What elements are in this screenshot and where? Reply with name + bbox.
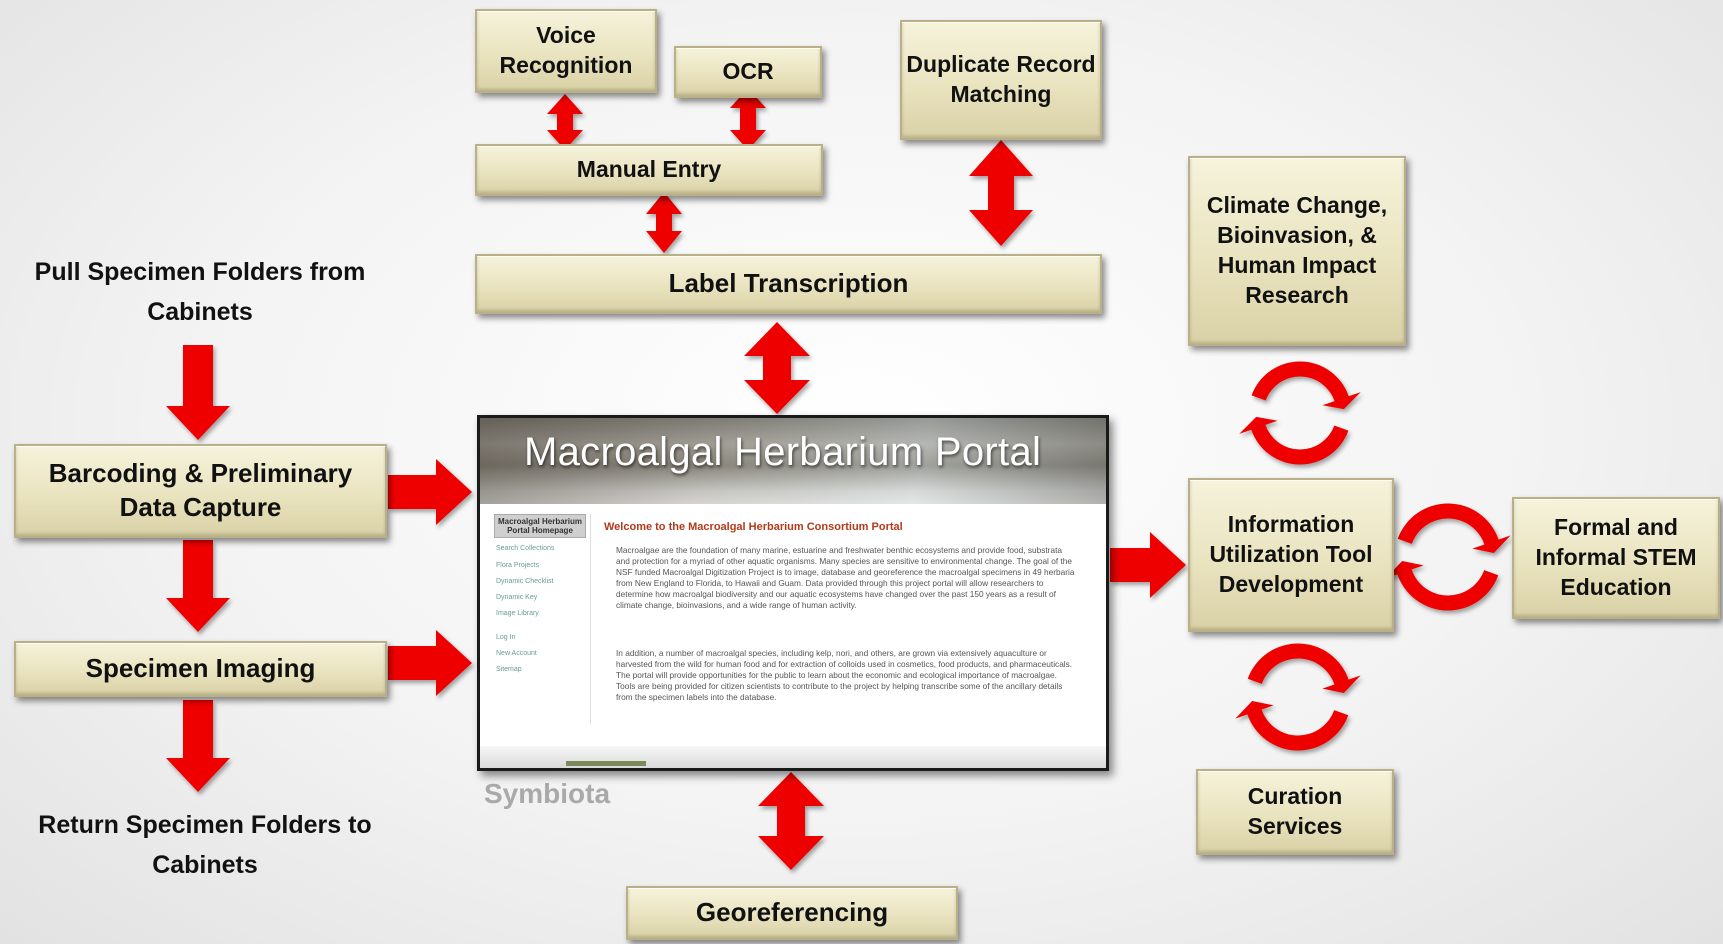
duplicate-record-matching-box: Duplicate Record Matching: [900, 20, 1102, 140]
cycle-icon-climate-arrow-a: [1251, 361, 1361, 410]
portal-welcome-heading: Welcome to the Macroalgal Herbarium Cons…: [604, 521, 903, 533]
arrow-portal-georef: [758, 772, 824, 870]
arrow-voice-manual: [547, 94, 583, 150]
arrow-imaging-portal: [388, 630, 472, 696]
label-transcription-box: Label Transcription: [475, 254, 1102, 314]
arrow-barcoding-portal: [388, 459, 472, 525]
nav-link-search[interactable]: Search Collections: [496, 545, 555, 553]
barcoding-box: Barcoding & Preliminary Data Capture: [14, 444, 387, 538]
climate-research-label: Climate Change, Bioinvasion, & Human Imp…: [1206, 192, 1388, 308]
nav-link-checklist[interactable]: Dynamic Checklist: [496, 577, 554, 585]
portal-screenshot: Macroalgal Herbarium Portal Macroalgal H…: [477, 415, 1109, 771]
portal-paragraph-2: In addition, a number of macroalgal spec…: [616, 648, 1073, 702]
arrow-portal-info: [1110, 532, 1186, 598]
arrow-duplicate-label: [969, 140, 1033, 246]
manual-entry-box: Manual Entry: [475, 144, 823, 196]
label-transcription-label: Label Transcription: [668, 268, 909, 299]
specimen-imaging-box: Specimen Imaging: [14, 641, 387, 697]
arrow-pull-barcoding: [166, 345, 230, 440]
climate-research-box: Climate Change, Bioinvasion, & Human Imp…: [1188, 156, 1406, 346]
portal-title: Macroalgal Herbarium Portal: [524, 430, 1042, 474]
cycle-icon-climate-arrow-b: [1239, 416, 1349, 465]
voice-recognition-label: Voice Recognition: [499, 22, 633, 78]
manual-entry-label: Manual Entry: [576, 156, 722, 183]
info-utilization-box: Information Utilization Tool Development: [1188, 478, 1394, 632]
stem-education-box: Formal and Informal STEM Education: [1512, 497, 1720, 619]
ocr-label: OCR: [722, 58, 774, 85]
curation-services-box: Curation Services: [1196, 769, 1394, 855]
specimen-imaging-label: Specimen Imaging: [85, 653, 316, 684]
arrow-ocr-manual: [730, 88, 766, 150]
cycle-icon-stem-arrow-b: [1385, 561, 1499, 611]
arrow-manual-label: [646, 192, 682, 253]
cycle-icon-stem-arrow-a: [1397, 503, 1511, 553]
duplicate-record-matching-label: Duplicate Record Matching: [906, 51, 1096, 107]
ocr-box: OCR: [674, 46, 822, 98]
info-utilization-label: Information Utilization Tool Development: [1209, 511, 1373, 597]
nav-link-key[interactable]: Dynamic Key: [496, 593, 538, 601]
nav-link-sitemap[interactable]: Sitemap: [496, 666, 522, 674]
nav-link-image-library[interactable]: Image Library: [496, 609, 539, 617]
barcoding-label: Barcoding & Preliminary Data Capture: [48, 458, 353, 522]
curation-services-label: Curation Services: [1247, 783, 1343, 839]
georeferencing-box: Georeferencing: [626, 886, 958, 940]
voice-recognition-box: Voice Recognition: [475, 9, 657, 93]
portal-nav-header: Macroalgal Herbarium Portal Homepage: [494, 514, 586, 539]
pull-folders-text: Pull Specimen Folders from Cabinets: [34, 258, 366, 326]
portal-sidebar: Macroalgal Herbarium Portal Homepage Sea…: [494, 514, 586, 682]
stem-education-label: Formal and Informal STEM Education: [1535, 514, 1697, 600]
symbiota-label: Symbiota: [484, 778, 611, 809]
nav-link-new-account[interactable]: New Account: [496, 650, 537, 658]
portal-footer: [480, 746, 1106, 768]
cycle-icon-curation-arrow-a: [1247, 643, 1361, 693]
cycle-icon-curation-arrow-b: [1235, 701, 1349, 751]
portal-divider: [590, 514, 591, 724]
portal-paragraph-1: Macroalgae are the foundation of many ma…: [616, 545, 1075, 610]
arrow-barcoding-imaging: [166, 540, 230, 632]
georeferencing-label: Georeferencing: [695, 897, 889, 928]
arrow-label-portal: [744, 322, 810, 414]
arrow-imaging-return: [166, 700, 230, 792]
nav-link-flora[interactable]: Flora Projects: [496, 561, 540, 569]
portal-banner: Macroalgal Herbarium Portal: [480, 418, 1106, 504]
return-folders-text: Return Specimen Folders to Cabinets: [38, 811, 372, 879]
nav-link-login[interactable]: Log In: [496, 634, 516, 642]
